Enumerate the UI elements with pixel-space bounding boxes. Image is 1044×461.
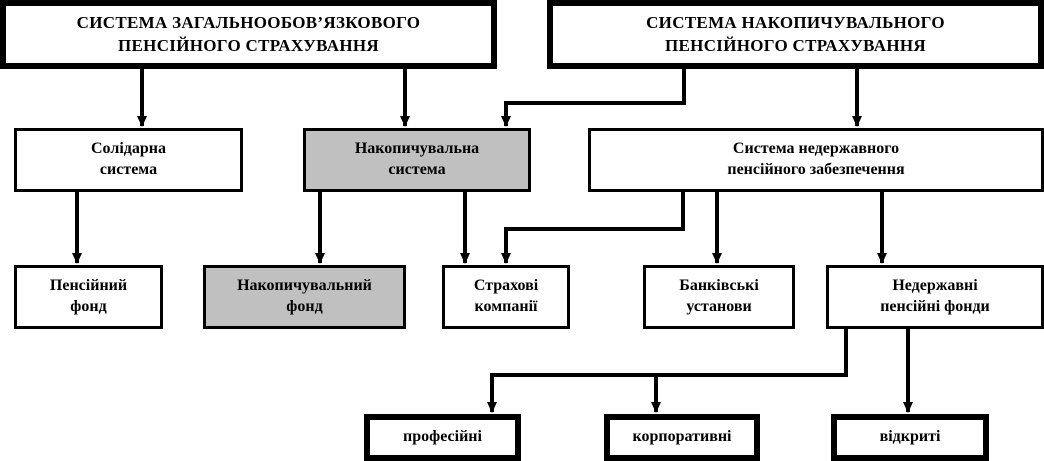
box-line: Банківські <box>679 277 759 295</box>
box-mandatory-pension-insurance: СИСТЕМА ЗАГАЛЬНООБОВ’ЯЗКОВОГО ПЕНСІЙНОГО… <box>0 0 497 69</box>
box-line: Система недержавного <box>732 140 900 158</box>
arrowhead <box>72 253 82 264</box>
box-line: фонд <box>70 298 107 315</box>
box-line: Солідарна <box>91 140 166 158</box>
edge-npf-professional <box>490 328 848 412</box>
arrowhead <box>400 116 410 127</box>
arrowhead <box>852 116 862 127</box>
arrowhead <box>712 253 722 264</box>
arrowhead <box>501 253 511 264</box>
box-line: СИСТЕМА ЗАГАЛЬНООБОВ’ЯЗКОВОГО <box>76 13 421 33</box>
arrowhead <box>501 116 511 127</box>
box-line: Недержавні <box>892 277 978 295</box>
box-line: компанії <box>474 298 538 315</box>
box-line: Накопичувальний <box>237 277 372 295</box>
box-solidarity-system: Солідарна система <box>14 128 243 192</box>
box-nonstate-pension-system: Система недержавного пенсійного забезпеч… <box>588 128 1044 192</box>
arrowhead <box>315 253 325 264</box>
box-corporate: корпоративні <box>604 414 760 461</box>
box-insurance-companies: Страхові компанії <box>442 265 570 329</box>
arrowhead <box>487 402 497 413</box>
edge-nonstate-insurance <box>504 191 685 263</box>
box-label: корпоративні <box>632 428 732 446</box>
arrowhead <box>137 116 147 127</box>
arrowhead <box>460 253 470 264</box>
box-line: пенсійного забезпечення <box>727 161 905 178</box>
box-banking-institutions: Банківські установи <box>643 265 795 329</box>
box-line: система <box>388 161 446 178</box>
arrowhead <box>903 402 913 413</box>
box-line: установи <box>686 298 752 315</box>
box-line: Страхові <box>473 277 539 295</box>
arrowhead <box>877 253 887 264</box>
box-open: відкриті <box>831 414 989 461</box>
box-line: СИСТЕМА НАКОПИЧУВАЛЬНОГО <box>646 13 945 33</box>
box-line: ПЕНСІЙНОГО СТРАХУВАННЯ <box>118 35 379 55</box>
box-nonstate-pension-funds: Недержавні пенсійні фонди <box>826 265 1044 329</box>
box-accumulative-fund: Накопичувальний фонд <box>203 265 406 329</box>
box-line: Накопичувальна <box>354 140 480 158</box>
box-line: ПЕНСІЙНОГО СТРАХУВАННЯ <box>665 35 926 55</box>
box-accumulative-pension-insurance: СИСТЕМА НАКОПИЧУВАЛЬНОГО ПЕНСІЙНОГО СТРА… <box>547 0 1044 69</box>
box-label: відкриті <box>879 428 941 446</box>
edge-accumulative-accum-system <box>504 68 686 126</box>
box-line: пенсійні фонди <box>880 298 990 315</box>
arrowhead <box>651 402 661 413</box>
box-line: Пенсійний <box>49 277 128 295</box>
box-line: фонд <box>286 298 323 315</box>
box-line: система <box>99 161 158 178</box>
box-pension-fund: Пенсійний фонд <box>14 265 163 329</box>
box-accumulative-system: Накопичувальна система <box>303 128 531 192</box>
box-label: професійні <box>403 428 482 446</box>
box-professional: професійні <box>364 414 521 461</box>
